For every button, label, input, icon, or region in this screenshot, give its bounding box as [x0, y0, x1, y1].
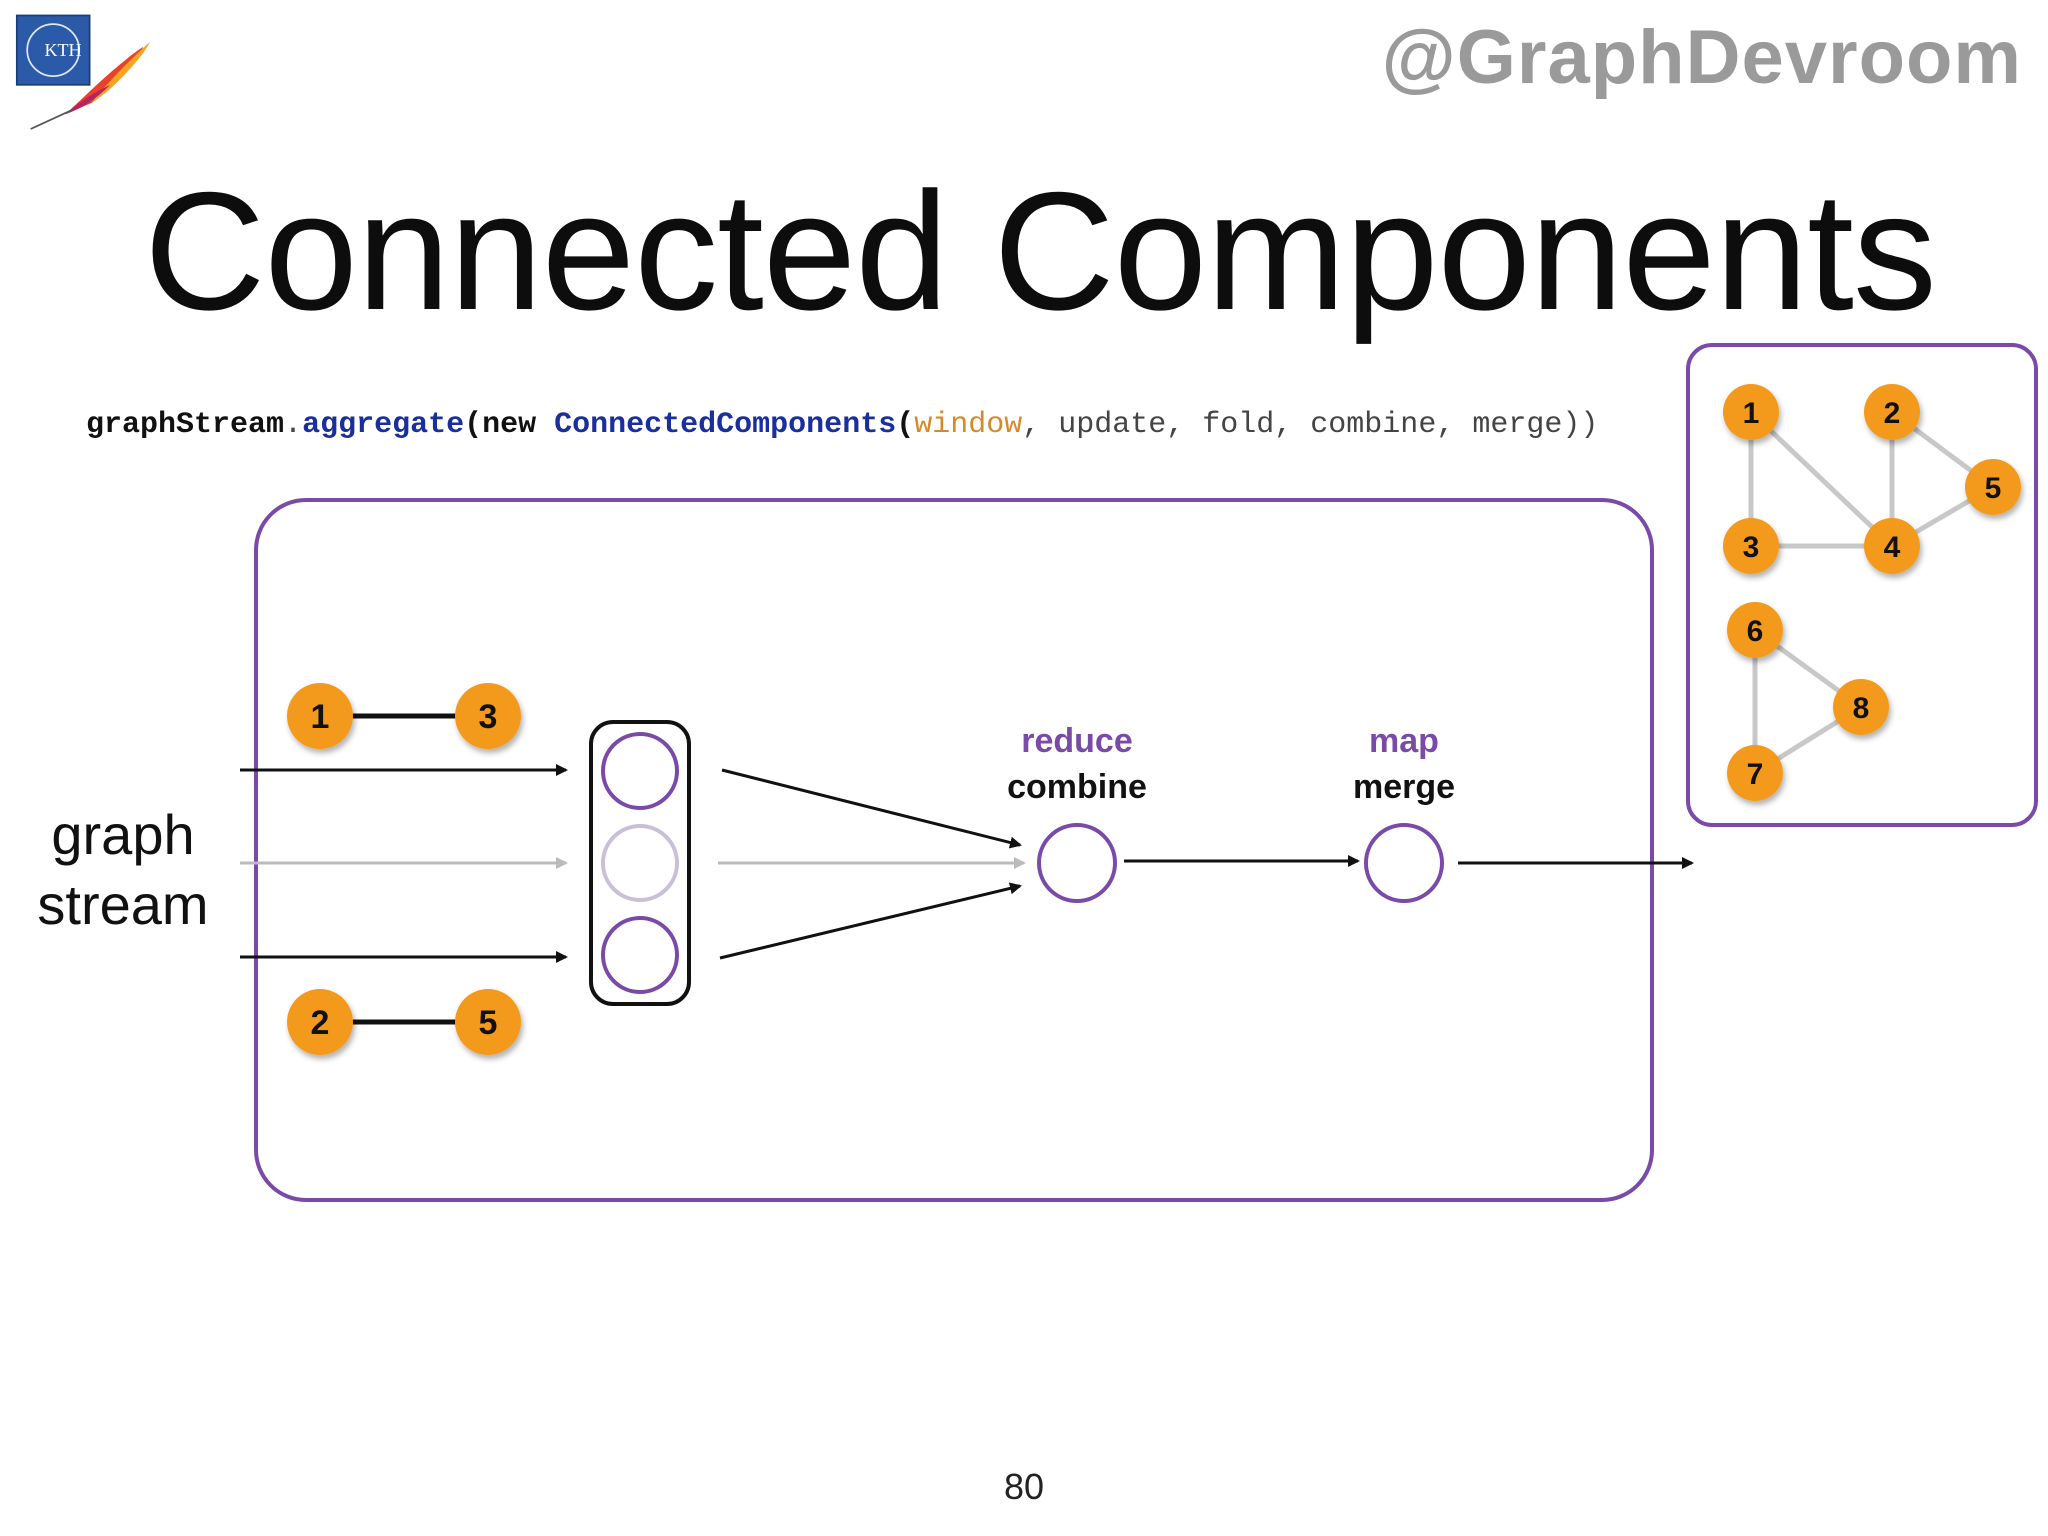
stream-node-2: [287, 989, 353, 1055]
twitter-handle: @GraphDevroom: [1381, 15, 2022, 100]
map-node: [1364, 823, 1444, 903]
result-node-7-label: 7: [1747, 758, 1764, 791]
result-node-3-label: 3: [1743, 531, 1760, 564]
graph-stream-label: graph stream: [28, 800, 218, 940]
merge-label: merge: [1352, 768, 1456, 806]
result-box: [1686, 343, 2038, 827]
code-paren-2: (: [896, 408, 915, 442]
result-node-1: [1723, 384, 1779, 440]
result-node-5: [1965, 459, 2021, 515]
reduce-node: [1037, 823, 1117, 903]
code-object: graphStream: [86, 408, 285, 442]
result-node-4-label: 4: [1884, 531, 1901, 564]
result-node-8-label: 8: [1853, 692, 1870, 725]
result-node-8: [1833, 679, 1889, 735]
result-node-4: [1864, 518, 1920, 574]
graph-stream-label-line1: graph: [51, 803, 195, 866]
stream-node-5-label: 5: [479, 1004, 498, 1042]
result-node-2: [1864, 384, 1920, 440]
reduce-label: reduce: [1021, 722, 1133, 760]
code-args-rest: , update, fold, combine, merge)): [1022, 408, 1599, 442]
window-slot-3: [601, 916, 679, 994]
window-slot-1: [601, 732, 679, 810]
fold-arrow-bottom: [719, 882, 1022, 960]
result-node-1-label: 1: [1743, 397, 1760, 430]
result-node-5-label: 5: [1985, 472, 2002, 505]
stream-node-1: [287, 683, 353, 749]
result-node-2-label: 2: [1884, 397, 1901, 430]
result-node-3: [1723, 518, 1779, 574]
result-node-7: [1727, 745, 1783, 801]
code-method: aggregate: [302, 408, 465, 442]
window-container: [589, 720, 691, 1006]
result-node-6: [1727, 602, 1783, 658]
stream-node-2-label: 2: [311, 1004, 330, 1042]
code-keyword-new: new: [482, 408, 537, 442]
result-edge-1-4: [1749, 410, 1894, 548]
result-node-6-label: 6: [1747, 615, 1764, 648]
graph-stream-label-line2: stream: [37, 873, 209, 936]
stream-node-1-label: 1: [311, 698, 330, 736]
code-arg-window: window: [914, 408, 1023, 442]
stream-node-3: [455, 683, 521, 749]
slide-title: Connected Components: [144, 157, 1937, 345]
fold-arrow-top: [721, 768, 1022, 849]
map-label: map: [1369, 722, 1439, 760]
code-class: ConnectedComponents: [554, 408, 897, 442]
combine-label: combine: [1007, 768, 1147, 806]
code-paren: (: [464, 408, 483, 442]
stream-node-5: [455, 989, 521, 1055]
window-slot-2: [601, 824, 679, 902]
operator-box: [254, 498, 1654, 1202]
stream-node-3-label: 3: [479, 698, 498, 736]
code-snippet: graphStream.aggregate(new ConnectedCompo…: [86, 408, 1598, 442]
page-number: 80: [1003, 1466, 1045, 1507]
kth-apache-logo: [15, 14, 151, 130]
code-dot: .: [284, 408, 303, 442]
logo-text: KTH: [44, 40, 82, 60]
